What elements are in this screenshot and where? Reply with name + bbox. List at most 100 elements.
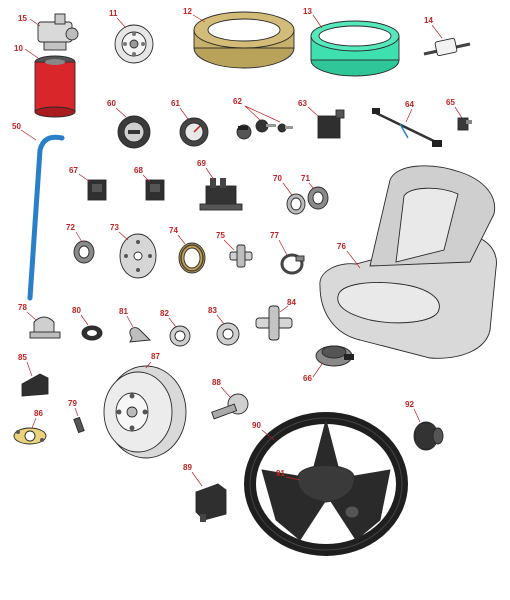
ball-bearing-icon	[216, 322, 240, 346]
part-76[interactable]: 76	[319, 165, 497, 359]
part-89[interactable]: 89	[183, 463, 227, 522]
callout-50: 50	[12, 122, 21, 131]
leader-line	[244, 105, 261, 121]
switch-plunger-icon	[457, 117, 472, 131]
part-68[interactable]: 68	[134, 166, 165, 201]
leader-line	[179, 107, 189, 120]
hour-meter-icon	[117, 115, 151, 149]
leader-line	[220, 386, 231, 398]
leader-line	[20, 129, 37, 141]
part-10[interactable]: 10	[14, 44, 76, 118]
part-86[interactable]: 86	[13, 409, 47, 445]
part-63[interactable]: 63	[298, 99, 345, 139]
steering-cover-icon	[195, 483, 227, 522]
leader-line	[118, 231, 129, 241]
leader-line	[405, 108, 413, 123]
leader-line	[24, 48, 39, 59]
fuel-hose-icon	[27, 134, 65, 301]
part-13[interactable]: 13	[303, 7, 400, 77]
callout-65: 65	[446, 98, 455, 107]
part-61[interactable]: 61	[171, 99, 209, 147]
part-78[interactable]: 78	[18, 303, 61, 339]
part-77[interactable]: 77	[270, 231, 305, 275]
part-75[interactable]: 75	[216, 231, 253, 268]
part-12[interactable]: 12	[183, 7, 295, 69]
leader-line	[216, 314, 225, 325]
part-14[interactable]: 14	[423, 16, 471, 57]
callout-88: 88	[212, 378, 221, 387]
part-85[interactable]: 85	[18, 353, 49, 397]
callout-87: 87	[151, 352, 160, 361]
inline-fuel-filter-icon	[423, 37, 471, 57]
part-88[interactable]: 88	[211, 378, 249, 420]
callout-13: 13	[303, 7, 312, 16]
part-72[interactable]: 72	[66, 223, 95, 264]
part-91[interactable]: 91	[276, 465, 360, 519]
callout-69: 69	[197, 159, 206, 168]
leader-line	[346, 250, 361, 269]
leader-line	[168, 317, 177, 328]
leader-line	[80, 314, 89, 326]
leader-line	[26, 311, 37, 321]
spindle-bracket-icon	[13, 427, 47, 445]
part-87[interactable]: 87	[103, 352, 187, 459]
callout-77: 77	[270, 231, 279, 240]
callout-72: 72	[66, 223, 75, 232]
part-60[interactable]: 60	[107, 99, 151, 149]
callout-79: 79	[68, 399, 77, 408]
wire-harness-icon	[372, 108, 442, 147]
air-filter-prefilter-icon	[310, 20, 400, 77]
hub-plate-icon	[119, 233, 157, 279]
part-83[interactable]: 83	[208, 306, 240, 346]
part-81[interactable]: 81	[119, 307, 151, 343]
callout-78: 78	[18, 303, 27, 312]
callout-75: 75	[216, 231, 225, 240]
rocker-switch-icon	[145, 179, 165, 201]
callout-89: 89	[183, 463, 192, 472]
callout-15: 15	[18, 14, 27, 23]
part-79[interactable]: 79	[68, 399, 85, 434]
part-74[interactable]: 74	[169, 226, 206, 274]
leader-line	[431, 24, 443, 39]
callout-71: 71	[301, 174, 310, 183]
part-66[interactable]: 66	[303, 345, 354, 383]
callout-64: 64	[405, 100, 414, 109]
part-50[interactable]: 50	[12, 122, 65, 301]
part-92[interactable]: 92	[405, 400, 444, 451]
callout-10: 10	[14, 44, 23, 53]
part-69[interactable]: 69	[197, 159, 243, 211]
leader-line	[307, 106, 319, 117]
callout-66: 66	[303, 374, 312, 383]
leader-line	[26, 361, 33, 377]
part-73[interactable]: 73	[110, 223, 157, 279]
callout-90: 90	[252, 421, 261, 430]
seat-icon	[319, 165, 497, 359]
part-11[interactable]: 11	[109, 9, 154, 64]
callout-61: 61	[171, 99, 180, 108]
fuel-gauge-icon	[179, 117, 209, 147]
part-64[interactable]: 64	[372, 100, 442, 147]
callout-84: 84	[287, 298, 296, 307]
part-84[interactable]: 84	[255, 298, 296, 341]
leader-line	[454, 106, 463, 119]
hose-clamp-icon	[280, 253, 305, 275]
leader-line	[285, 476, 301, 481]
callout-62: 62	[233, 97, 242, 106]
brake-drum-icon	[103, 365, 187, 459]
leader-line	[115, 107, 127, 118]
leader-line	[142, 174, 151, 183]
part-65[interactable]: 65	[446, 98, 472, 131]
part-80[interactable]: 80	[72, 306, 103, 341]
leader-line	[116, 17, 127, 29]
part-70[interactable]: 70	[273, 174, 306, 215]
callout-76: 76	[337, 242, 346, 251]
part-82[interactable]: 82	[160, 309, 191, 347]
callout-74: 74	[169, 226, 178, 235]
part-71[interactable]: 71	[301, 174, 329, 210]
callout-82: 82	[160, 309, 169, 318]
part-62[interactable]: 62	[233, 97, 293, 140]
leader-line	[279, 305, 289, 313]
part-67[interactable]: 67	[69, 166, 107, 201]
callout-11: 11	[109, 9, 118, 18]
part-15[interactable]: 15	[18, 13, 79, 51]
